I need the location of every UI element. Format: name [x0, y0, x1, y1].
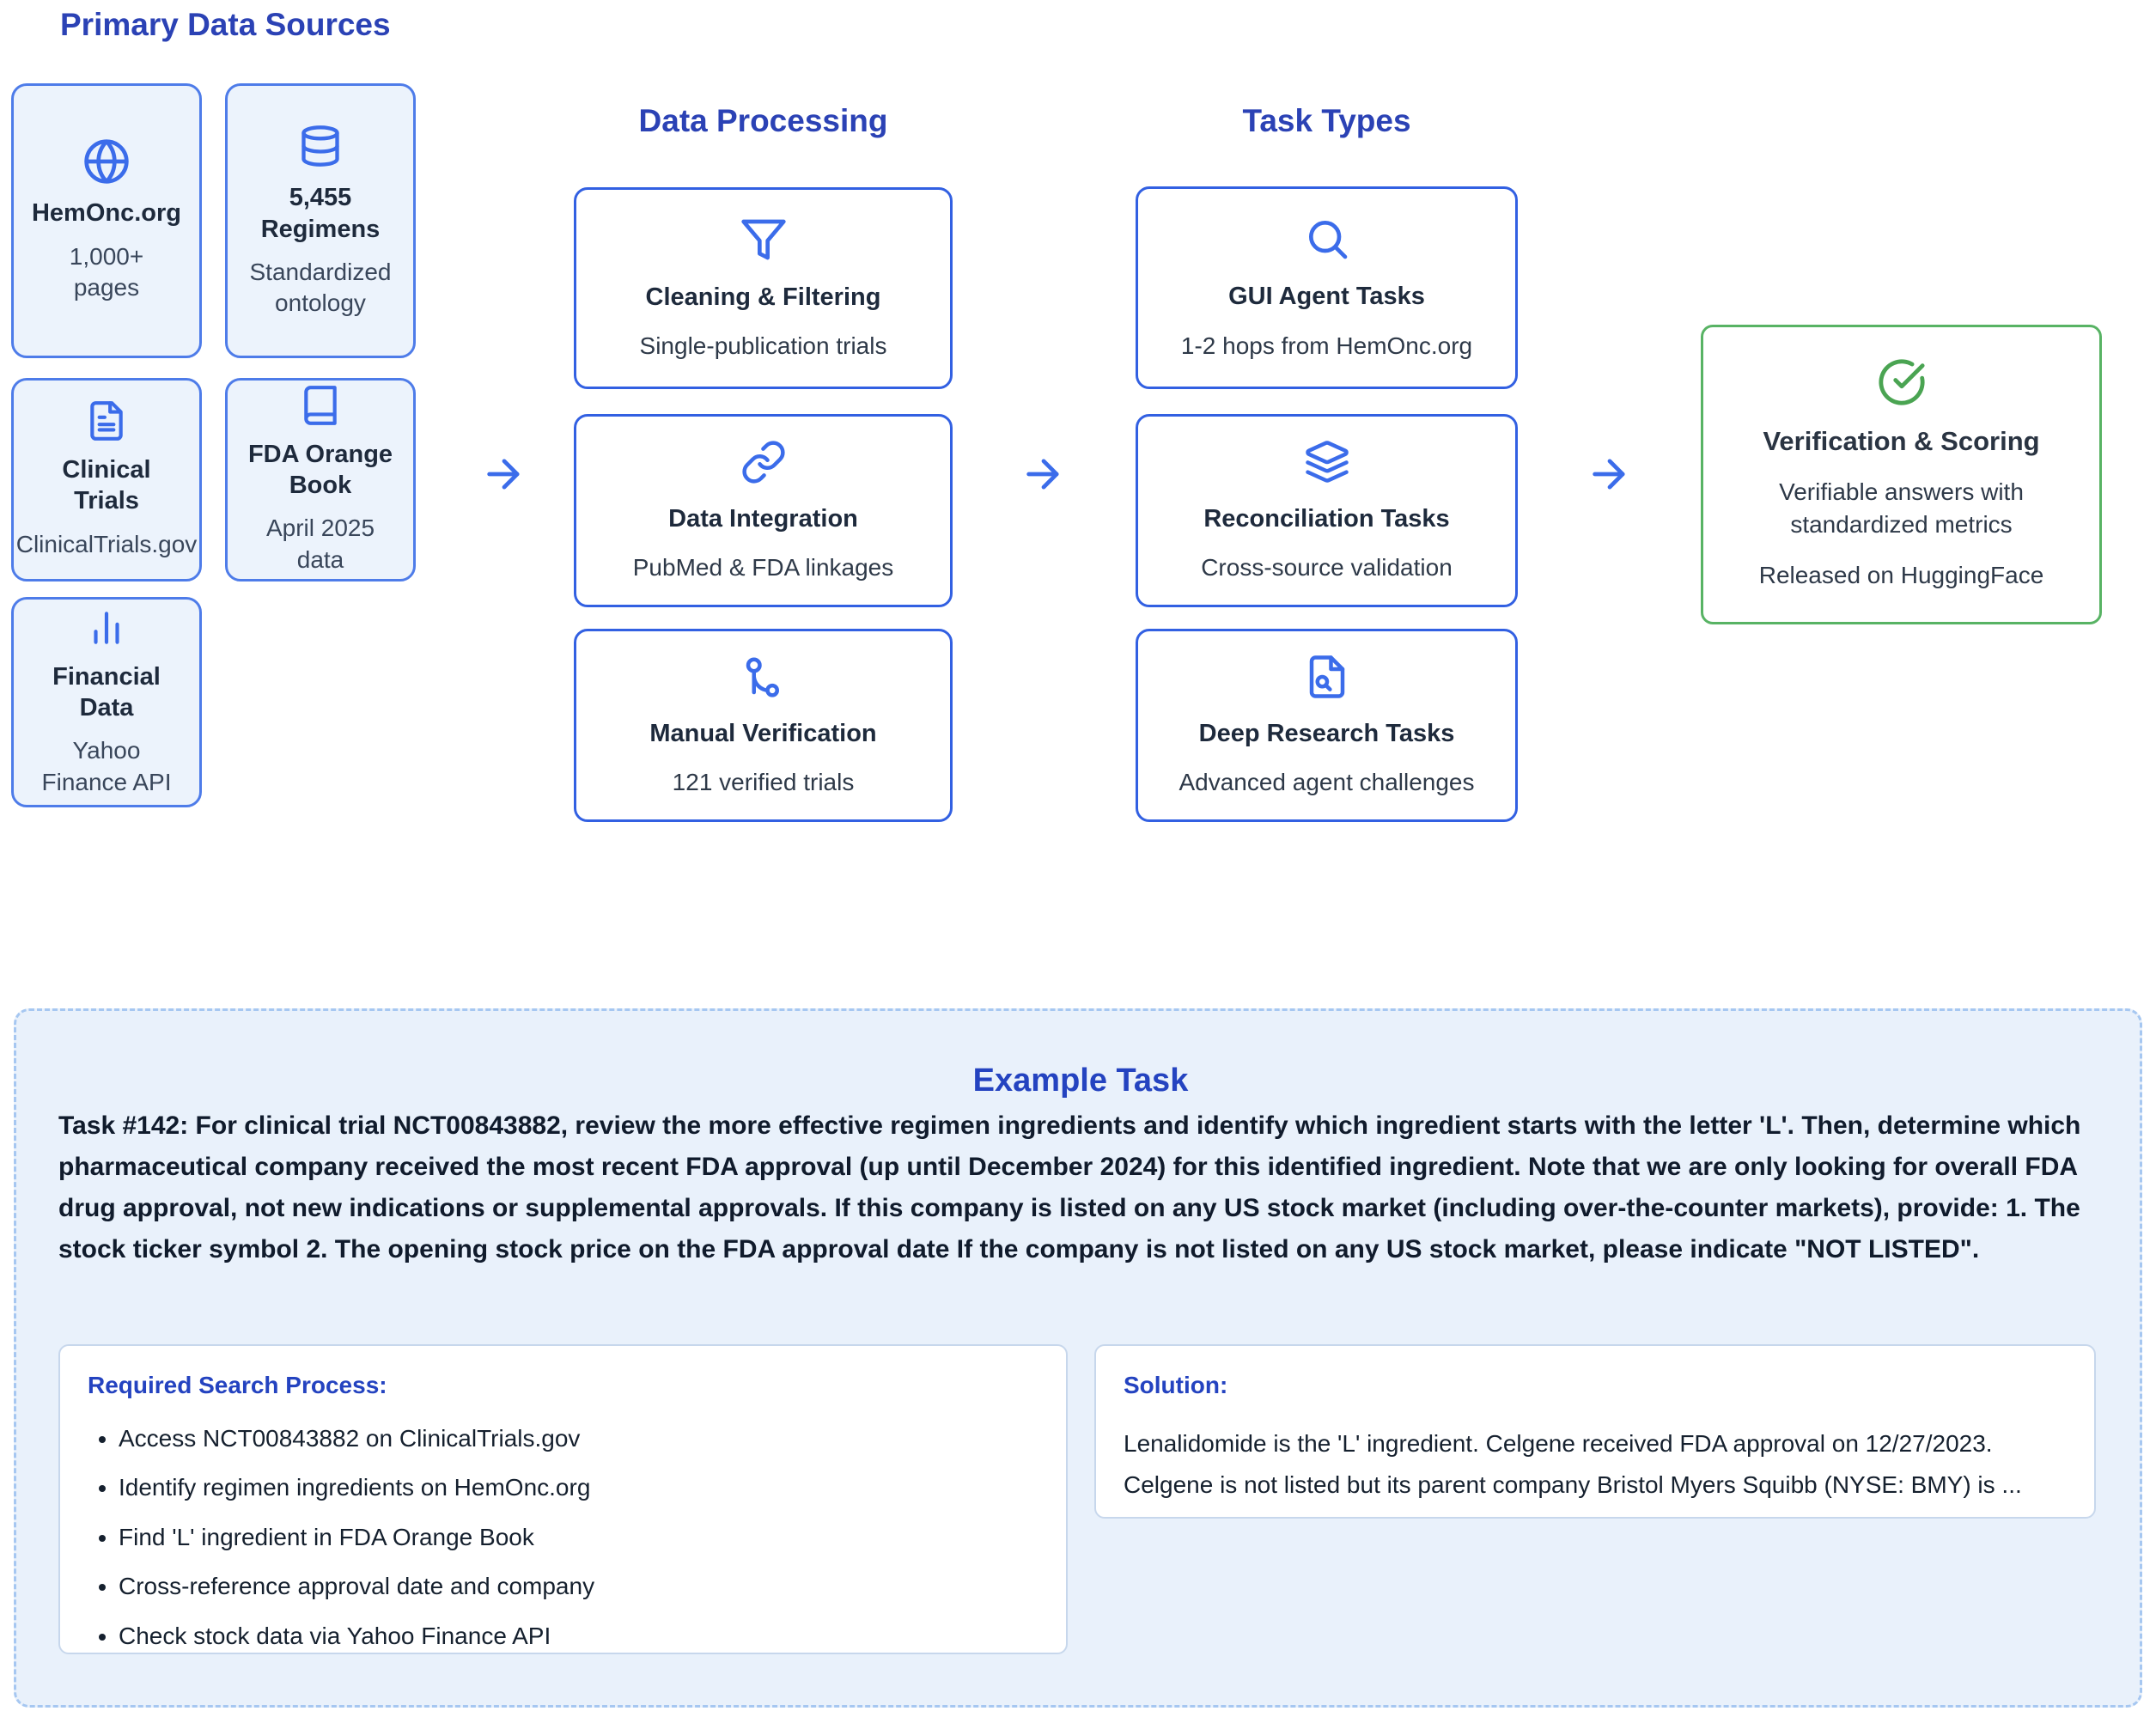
- source-card-title: HemOnc.org: [31, 199, 182, 228]
- flow-arrow-right-icon: [1587, 452, 1632, 496]
- source-card-title: Clinical Trials: [62, 456, 151, 515]
- globe-icon: [82, 137, 131, 186]
- search-process-step: Cross-reference approval date and compan…: [119, 1571, 1038, 1602]
- solution-text: Lenalidomide is the 'L' ingredient. Celg…: [1124, 1430, 2022, 1498]
- flow-box-title: Reconciliation Tasks: [1203, 504, 1450, 533]
- flow-box-subtitle: Advanced agent challenges: [1178, 769, 1475, 796]
- bar-chart-icon: [85, 606, 128, 649]
- source-card-financial-data: Financial Data Yahoo Finance API: [11, 597, 202, 807]
- search-icon: [1303, 215, 1351, 263]
- processing-column-title: Data Processing: [638, 103, 888, 138]
- funnel-icon: [740, 216, 788, 264]
- example-task-title: Example Task: [972, 1063, 1189, 1099]
- check-circle-icon: [1877, 357, 1927, 407]
- search-process-step: Check stock data via Yahoo Finance API: [119, 1621, 1038, 1652]
- required-search-process-box: Required Search Process: Access NCT00843…: [58, 1344, 1068, 1654]
- source-card-title: 5,455 Regimens: [260, 184, 381, 243]
- task-box-gui-agent: GUI Agent Tasks 1-2 hops from HemOnc.org: [1136, 186, 1518, 389]
- route-icon: [740, 654, 787, 700]
- task-description: Task #142: For clinical trial NCT0084388…: [58, 1111, 2081, 1263]
- flow-box-title: Cleaning & Filtering: [645, 283, 881, 311]
- source-card-hemonc: HemOnc.org 1,000+ pages: [11, 83, 202, 358]
- source-card-subtitle: 1,000+ pages: [69, 242, 144, 301]
- flow-arrow-right-icon: [1021, 452, 1066, 496]
- task-box-deep-research: Deep Research Tasks Advanced agent chall…: [1136, 629, 1518, 822]
- search-process-step: Find 'L' ingredient in FDA Orange Book: [119, 1522, 1038, 1553]
- book-icon: [299, 384, 342, 427]
- solution-title: Solution:: [1124, 1372, 1228, 1398]
- source-card-title: Financial Data: [52, 662, 161, 722]
- flow-box-subtitle: Single-publication trials: [639, 332, 887, 360]
- file-text-icon: [85, 399, 128, 442]
- flow-box-title: Manual Verification: [649, 719, 877, 747]
- search-process-step: Access NCT00843882 on ClinicalTrials.gov: [119, 1423, 1038, 1454]
- source-card-clinical-trials: Clinical Trials ClinicalTrials.gov: [11, 378, 202, 581]
- file-search-icon: [1304, 654, 1350, 700]
- verification-line1: Verifiable answers with standardized met…: [1779, 478, 2024, 538]
- tasks-column-title: Task Types: [1242, 103, 1411, 138]
- source-card-subtitle: ClinicalTrials.gov: [15, 530, 198, 557]
- search-process-step: Identify regimen ingredients on HemOnc.o…: [119, 1472, 1038, 1503]
- sources-column-title: Primary Data Sources: [60, 7, 391, 42]
- task-box-reconciliation: Reconciliation Tasks Cross-source valida…: [1136, 414, 1518, 607]
- database-icon: [298, 122, 343, 170]
- flow-box-title: Deep Research Tasks: [1198, 719, 1455, 747]
- flow-arrow-right-icon: [482, 452, 527, 496]
- verification-line2: Released on HuggingFace: [1758, 562, 2044, 589]
- layers-icon: [1304, 439, 1350, 485]
- verification-title: Verification & Scoring: [1763, 425, 2040, 456]
- source-card-subtitle: Standardized ontology: [249, 258, 392, 317]
- processing-box-cleaning: Cleaning & Filtering Single-publication …: [574, 187, 953, 389]
- required-search-process-title: Required Search Process:: [88, 1372, 387, 1398]
- example-task-panel: Example Task Task #142: For clinical tri…: [14, 1008, 2142, 1708]
- source-card-subtitle: April 2025 data: [265, 515, 375, 573]
- pipeline-diagram: Primary Data Sources HemOnc.org 1,000+ p…: [11, 7, 2102, 822]
- verification-scoring-box: Verification & Scoring Verifiable answer…: [1701, 325, 2102, 624]
- flow-box-subtitle: 1-2 hops from HemOnc.org: [1180, 332, 1473, 359]
- source-card-title: FDA Orange Book: [247, 440, 393, 500]
- flow-box-subtitle: Cross-source validation: [1201, 554, 1453, 581]
- flow-box-subtitle: 121 verified trials: [672, 769, 855, 796]
- solution-box: Solution: Lenalidomide is the 'L' ingred…: [1094, 1344, 2096, 1519]
- flow-box-title: Data Integration: [668, 504, 858, 533]
- processing-box-integration: Data Integration PubMed & FDA linkages: [574, 414, 953, 607]
- source-card-fda-orange-book: FDA Orange Book April 2025 data: [225, 378, 416, 581]
- processing-box-manual-verification: Manual Verification 121 verified trials: [574, 629, 953, 822]
- flow-box-title: GUI Agent Tasks: [1228, 283, 1425, 311]
- search-process-list: Access NCT00843882 on ClinicalTrials.gov…: [88, 1423, 1038, 1652]
- source-card-regimens: 5,455 Regimens Standardized ontology: [225, 83, 416, 358]
- flow-box-subtitle: PubMed & FDA linkages: [632, 554, 894, 581]
- source-card-subtitle: Yahoo Finance API: [41, 737, 172, 795]
- link-icon: [740, 439, 787, 485]
